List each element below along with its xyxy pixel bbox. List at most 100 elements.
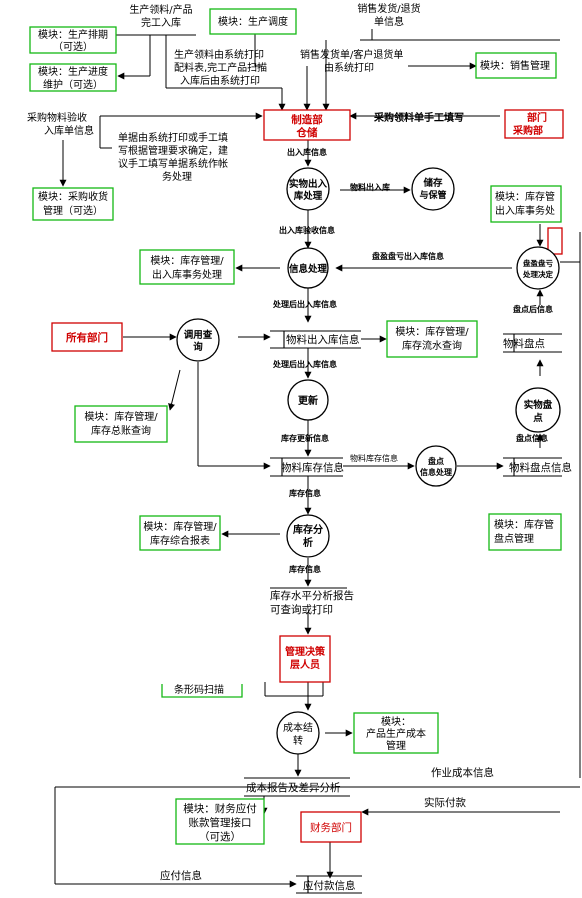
flow-label: 作业成本信息 bbox=[431, 766, 494, 779]
svg-text:与保管: 与保管 bbox=[419, 189, 446, 201]
barcode-label: 条形码扫描 bbox=[174, 683, 224, 696]
entity-finance-dept: 财务部门 bbox=[300, 811, 362, 843]
process-cost-settlement: 成本结 转 bbox=[276, 711, 320, 755]
module-label: 模块：库存管理/ bbox=[143, 520, 217, 533]
module-label: 账款管理接口 bbox=[189, 816, 252, 829]
flow-label: 销售发货/退货 bbox=[357, 2, 420, 15]
module-inventory-report: 模块：库存管理/ 库存综合报表 bbox=[139, 515, 221, 551]
flow-label: 盘盈盘亏出入库信息 bbox=[372, 251, 444, 261]
svg-text:物料盘点信息: 物料盘点信息 bbox=[509, 461, 572, 474]
store-stock-level-report: 库存水平分析报告 可查询或打印 bbox=[270, 587, 354, 616]
module-label: 盘点管理 bbox=[494, 532, 534, 545]
svg-text:实物盘: 实物盘 bbox=[524, 399, 553, 411]
store-ap-info: 应付款信息 bbox=[296, 875, 362, 894]
process-variance-decision: 盘盈盘亏 处理决定 bbox=[516, 246, 560, 290]
flow-label: 写根据管理要求确定，建 bbox=[118, 144, 228, 157]
svg-text:更新: 更新 bbox=[298, 394, 318, 407]
module-production-schedule: 模块：生产排期 （可选） bbox=[29, 26, 117, 54]
flow-label: 出入库验收信息 bbox=[279, 225, 335, 235]
connector-lines bbox=[54, 29, 581, 888]
svg-text:实物出入: 实物出入 bbox=[289, 178, 328, 190]
module-label: 模块：采购收货 bbox=[38, 190, 108, 203]
flow-label: 盘点后信息 bbox=[513, 304, 553, 314]
process-physical-io: 实物出入 库处理 bbox=[286, 167, 330, 211]
module-label: （可选） bbox=[53, 40, 93, 53]
flow-label: 完工入库 bbox=[141, 16, 181, 29]
flow-label: 物料出入库 bbox=[350, 182, 390, 192]
flow-label: 库存信息 bbox=[289, 488, 321, 498]
module-inventory-io-right: 模块：库存管 出入库事务处 bbox=[490, 185, 562, 223]
svg-text:信息处理: 信息处理 bbox=[289, 263, 328, 275]
flow-label: 盘点信息 bbox=[516, 433, 548, 443]
store-io-info: 物料出入库信息 bbox=[270, 330, 361, 349]
flow-label: 处理后出入库信息 bbox=[272, 359, 337, 369]
module-label: 产品生产成本 bbox=[366, 727, 426, 740]
entity-red-fragment bbox=[547, 227, 563, 255]
process-update: 更新 bbox=[287, 379, 329, 421]
svg-text:制造部: 制造部 bbox=[291, 113, 323, 126]
flow-label: 配料表,完工产品扫描 bbox=[174, 61, 267, 74]
svg-text:仓储: 仓储 bbox=[296, 126, 318, 139]
flow-label: 议手工填写单据系统作帐 bbox=[118, 157, 228, 170]
svg-text:层人员: 层人员 bbox=[290, 658, 320, 671]
entity-management: 管理决策 层人员 bbox=[279, 635, 331, 683]
module-purchase-receipt: 模块：采购收货 管理（可选） bbox=[32, 187, 114, 221]
flow-label: 实际付款 bbox=[424, 796, 466, 809]
module-label: 模块：销售管理 bbox=[480, 59, 550, 72]
partial-green-box: 条形码扫描 bbox=[161, 683, 243, 698]
flow-label: 入库后由系统打印 bbox=[180, 74, 260, 87]
svg-text:库存水平分析报告: 库存水平分析报告 bbox=[270, 589, 354, 602]
flow-label: 库存更新信息 bbox=[281, 433, 329, 443]
flow-label: 务处理 bbox=[162, 170, 192, 183]
process-storage: 储存 与保管 bbox=[411, 167, 455, 211]
svg-text:成本结: 成本结 bbox=[283, 721, 313, 734]
module-label: 模块： bbox=[381, 716, 411, 728]
process-query: 调用查 询 bbox=[176, 318, 220, 362]
process-stock-analysis: 库存分 析 bbox=[286, 514, 330, 558]
svg-text:可查询或打印: 可查询或打印 bbox=[270, 603, 333, 616]
module-inventory-ledger: 模块：库存管理/ 库存总账查询 bbox=[74, 405, 168, 443]
module-label: 模块：财务应付 bbox=[183, 802, 257, 815]
svg-text:采购部: 采购部 bbox=[512, 124, 543, 137]
svg-text:信息处理: 信息处理 bbox=[420, 467, 452, 477]
process-physical-count: 实物盘 点 bbox=[515, 387, 561, 433]
entity-dept-right: 部门 采购部 bbox=[504, 109, 564, 139]
svg-text:所有部门: 所有部门 bbox=[66, 331, 108, 344]
flow-label: 单信息 bbox=[374, 15, 404, 28]
flow-label: 销售发货单/客户退货单 bbox=[300, 48, 403, 61]
svg-text:点: 点 bbox=[533, 412, 543, 424]
svg-text:财务部门: 财务部门 bbox=[310, 821, 352, 834]
entity-manufacturing-warehouse: 制造部 仓储 bbox=[263, 109, 351, 141]
flow-label: 出入库信息 bbox=[287, 147, 327, 157]
module-label: 管理（可选） bbox=[43, 204, 103, 217]
store-count-info-right: 物料盘点信息 bbox=[503, 457, 572, 477]
module-label: 出入库事务处理 bbox=[152, 268, 222, 281]
svg-text:管理决策: 管理决策 bbox=[285, 645, 326, 658]
flow-label: 应付信息 bbox=[160, 869, 202, 882]
svg-text:成本报告及差异分析: 成本报告及差异分析 bbox=[246, 781, 341, 794]
svg-text:调用查: 调用查 bbox=[184, 329, 213, 341]
module-production-dispatch: 模块：生产调度 bbox=[209, 8, 297, 35]
flow-label: 入库单信息 bbox=[44, 124, 94, 137]
module-label: 模块：库存管理/ bbox=[84, 410, 158, 423]
svg-text:物料库存信息: 物料库存信息 bbox=[281, 461, 344, 474]
module-label: 模块：库存管理/ bbox=[150, 254, 224, 267]
module-label: （可选） bbox=[199, 830, 241, 843]
svg-text:盘盈盘亏: 盘盈盘亏 bbox=[523, 258, 553, 268]
module-label: 模块：库存管 bbox=[495, 190, 555, 203]
module-inventory-io-left: 模块：库存管理/ 出入库事务处理 bbox=[139, 249, 235, 285]
store-cost-report: 成本报告及差异分析 bbox=[244, 777, 350, 797]
module-label: 模块：生产排期 bbox=[38, 28, 108, 41]
module-label: 模块：生产调度 bbox=[218, 15, 288, 28]
module-production-progress: 模块：生产进度 维护（可选） bbox=[29, 63, 117, 92]
store-count-bottom: 物料盘点 bbox=[503, 333, 562, 353]
flow-label: 采购物料验收 bbox=[27, 111, 87, 124]
flow-label: 处理后出入库信息 bbox=[272, 299, 337, 309]
process-count-info: 盘点 信息处理 bbox=[415, 445, 457, 487]
flow-labels: 生产领料/产品 完工入库 销售发货/退货 单信息 生产领料由系统打印 配料表,完… bbox=[27, 2, 553, 882]
flow-label: 库存信息 bbox=[289, 564, 321, 574]
module-label: 维护（可选） bbox=[43, 78, 103, 91]
module-label: 出入库事务处 bbox=[495, 204, 555, 217]
flow-label: 物料库存信息 bbox=[350, 453, 398, 463]
